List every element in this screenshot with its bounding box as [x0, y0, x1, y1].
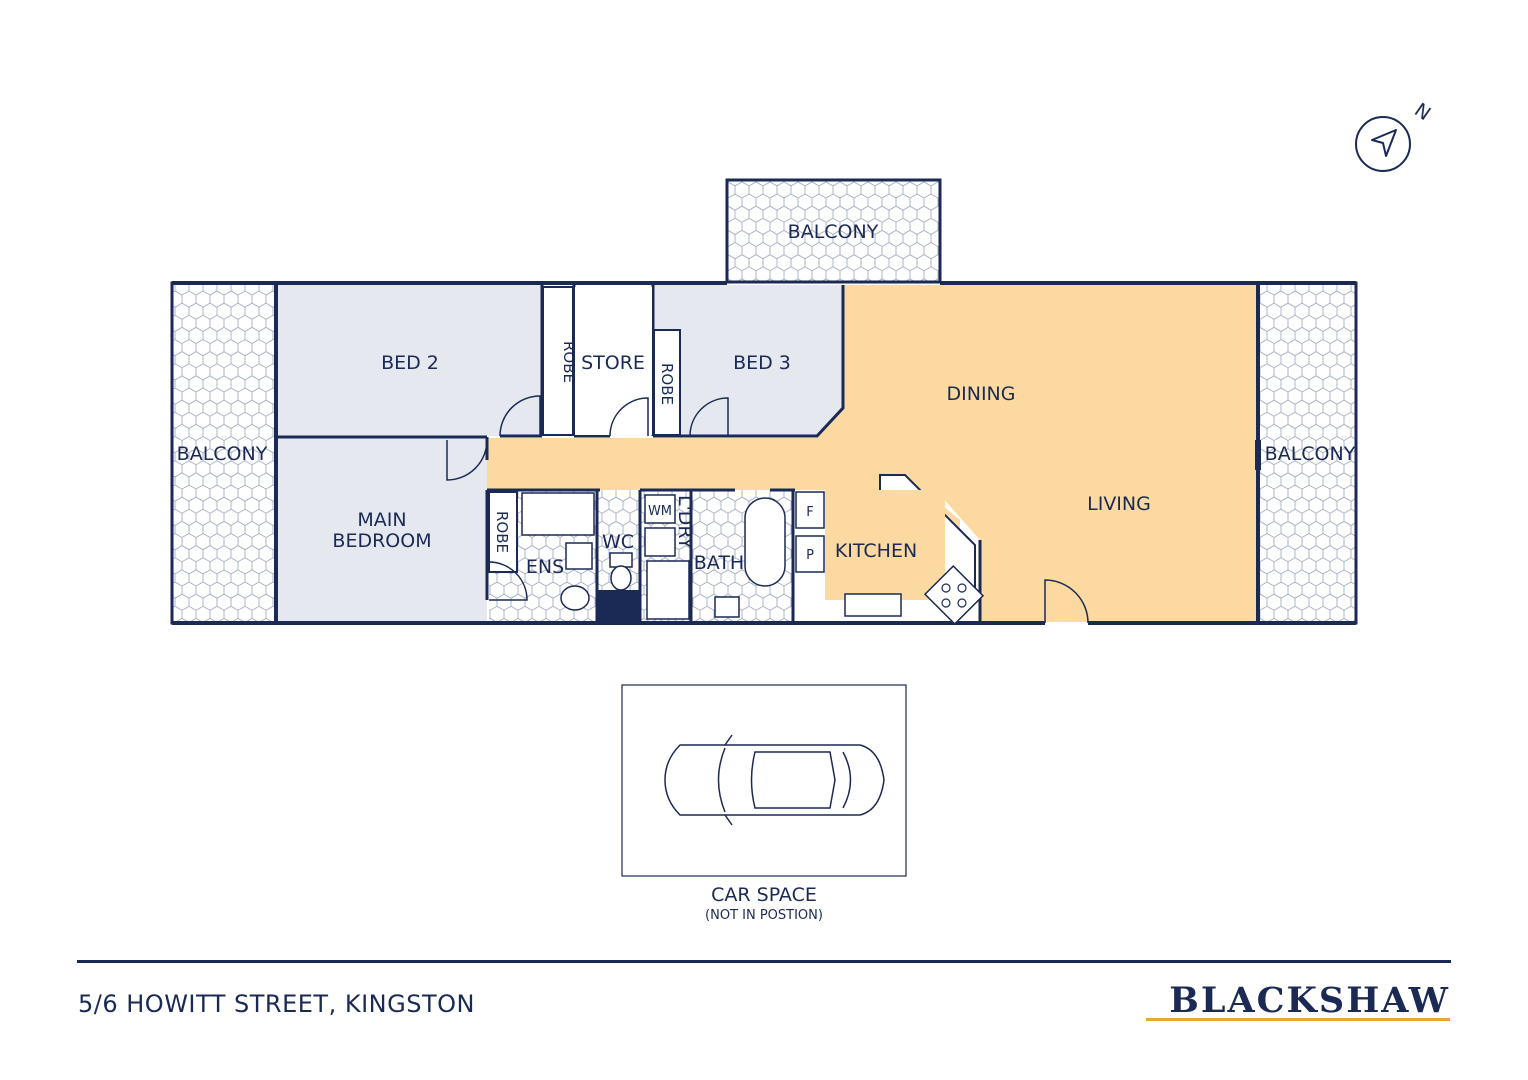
label-dining: DINING: [947, 383, 1016, 405]
robe-bed2: [542, 286, 574, 436]
car-space-box: [621, 684, 907, 877]
store-room: [575, 287, 652, 435]
compass-north-label: N: [1410, 99, 1434, 125]
north-compass-icon: [1355, 116, 1411, 172]
car-icon: [664, 734, 885, 826]
label-pantry: P: [806, 548, 814, 563]
balcony-top: [725, 178, 942, 284]
footer-divider: [77, 960, 1451, 963]
car-space-note: (NOT IN POSTION): [705, 908, 823, 923]
bed3-room: [653, 285, 843, 436]
label-laundry: L'DRY: [674, 495, 696, 549]
kitchen-floor: [825, 490, 945, 600]
balcony-left: [170, 281, 278, 625]
robe-main: [488, 491, 518, 573]
label-balcony-top: BALCONY: [788, 221, 879, 243]
label-bed2: BED 2: [381, 352, 439, 374]
main-bedroom-room: [277, 438, 487, 622]
label-balcony-left: BALCONY: [177, 443, 268, 465]
property-address: 5/6 HOWITT STREET, KINGSTON: [78, 990, 475, 1018]
label-main-bedroom-1: MAIN: [357, 509, 406, 531]
label-fridge: F: [806, 505, 813, 520]
label-robe-bed3: ROBE: [658, 363, 676, 405]
robe-bed3: [653, 329, 681, 436]
label-ens: ENS: [526, 556, 564, 578]
brand-logo: BLACKSHAW: [1169, 980, 1450, 1021]
label-store: STORE: [581, 352, 645, 374]
label-living: LIVING: [1087, 493, 1151, 515]
label-wm: WM: [648, 504, 672, 519]
service-duct: [598, 590, 640, 622]
living-area: [487, 285, 1258, 622]
door-swings: [446, 395, 1089, 624]
brand-underline: [1146, 1018, 1450, 1021]
label-bath: BATH: [694, 552, 744, 574]
label-main-bedroom-2: BEDROOM: [332, 530, 431, 552]
hob-burners: [941, 583, 967, 608]
label-balcony-right: BALCONY: [1265, 443, 1356, 465]
label-kitchen: KITCHEN: [835, 540, 917, 562]
fixtures: [521, 491, 985, 626]
bed2-room: [277, 285, 542, 436]
label-wc: WC: [602, 531, 634, 553]
label-bed3: BED 3: [733, 352, 791, 374]
car-space-label: CAR SPACE: [711, 884, 817, 906]
label-robe-main: ROBE: [493, 511, 511, 553]
label-robe-bed2: ROBE: [560, 341, 578, 383]
outer-walls: [172, 281, 1356, 625]
